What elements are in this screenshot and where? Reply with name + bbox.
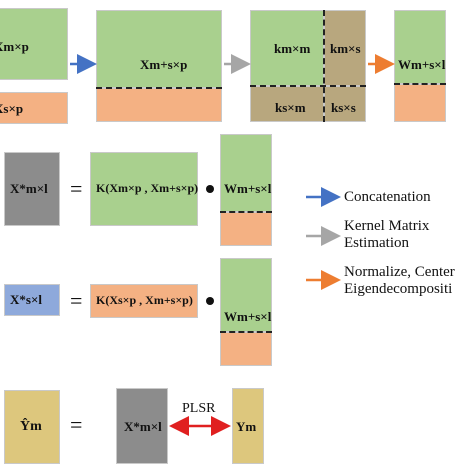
w-top-block-bottom (394, 84, 446, 122)
w-row2-block (220, 258, 272, 332)
x-s-p-label: Xs×p (0, 101, 24, 116)
w-row1-label: Wm+s×l (224, 181, 272, 196)
w-top-divider (394, 83, 446, 85)
kernel-m-block (90, 152, 198, 226)
plsr-label: PLSR (182, 401, 216, 416)
w-row2-divider (220, 331, 272, 333)
k-vertical-divider (323, 10, 325, 122)
w-row1-block (220, 134, 272, 212)
y-m-block (232, 388, 264, 464)
x-star-m-l-row3-label: X*m×l (124, 419, 162, 434)
k-m-s-label: km×s (330, 41, 361, 56)
kernel-s-label: K(Xs×p , Xm+s×p) (96, 293, 193, 307)
x-star-s-l-block (4, 284, 60, 316)
kernel-m-label: K(Xm×p , Xm+s×p) (96, 181, 199, 195)
k-s-m-block (250, 86, 324, 122)
legend-concatenation: Concatenation (344, 189, 431, 205)
w-row1-divider (220, 211, 272, 213)
w-top-label: Wm+s×l (398, 57, 446, 72)
y-hat-m-block (4, 390, 60, 464)
x-s-p-block (0, 92, 68, 124)
x-m-p-label: Xm×p (0, 39, 29, 54)
equals-sign-3: = (70, 412, 83, 437)
x-star-m-l-label: X*m×l (10, 181, 48, 196)
x-ms-p-label: Xm+s×p (140, 57, 188, 72)
equals-sign-2: = (70, 288, 83, 313)
k-s-m-label: ks×m (275, 100, 306, 115)
kernel-s-block (90, 284, 198, 318)
legend-normalize: Normalize, Center Eigendecompositi (344, 264, 455, 297)
w-row2-block-bottom (220, 332, 272, 366)
legend-kernel-estimation: Kernel Matrix Estimation (344, 218, 430, 251)
w-row2-label: Wm+s×l (224, 309, 272, 324)
k-s-s-label: ks×s (331, 100, 356, 115)
w-row1-block-bottom (220, 212, 272, 246)
x-ms-p-divider (96, 87, 222, 89)
x-star-m-l-row3-block (116, 388, 168, 464)
y-hat-m-label: Ŷm (20, 419, 42, 434)
x-m-p-block (0, 8, 68, 80)
equals-sign-1: = (70, 176, 83, 201)
k-horizontal-divider (250, 85, 366, 87)
multiply-dot-2 (206, 297, 214, 305)
k-m-m-label: km×m (274, 41, 311, 56)
y-m-label: Ym (236, 419, 257, 434)
multiply-dot-1 (206, 185, 214, 193)
k-m-m-block (250, 10, 324, 86)
x-ms-p-block-top (96, 10, 222, 88)
x-star-s-l-label: X*s×l (10, 292, 42, 307)
x-star-m-l-block (4, 152, 60, 226)
